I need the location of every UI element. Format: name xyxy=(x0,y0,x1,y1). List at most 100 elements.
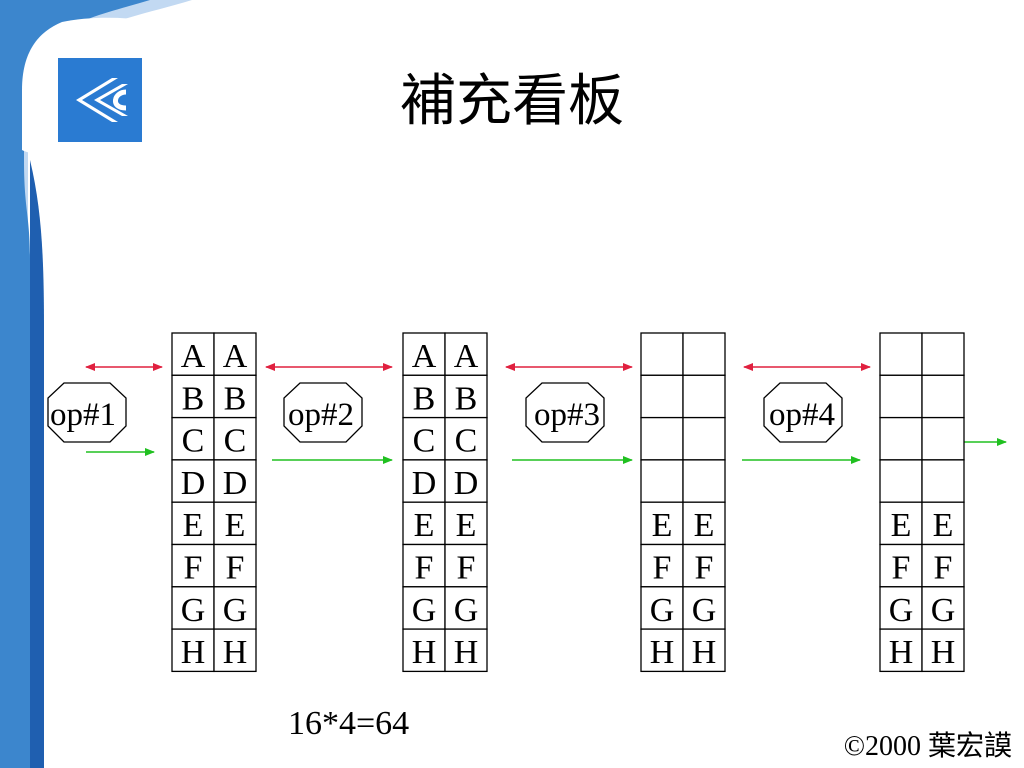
kanban-card-label: G xyxy=(454,592,479,629)
kanban-cell xyxy=(879,374,923,419)
kanban-card-label: F xyxy=(415,550,434,587)
kanban-cell xyxy=(640,416,684,461)
kanban-cell xyxy=(402,459,446,503)
kanban-cell xyxy=(879,459,923,503)
kanban-card-label: D xyxy=(412,465,437,502)
kanban-cell xyxy=(444,628,488,673)
kanban-cell xyxy=(444,586,488,630)
operation-label: op#1 xyxy=(50,397,116,433)
kanban-cell xyxy=(213,501,257,546)
kanban-card-label: H xyxy=(889,634,914,671)
kanban-card-label: G xyxy=(223,592,248,629)
kanban-cell xyxy=(682,374,726,419)
kanban-card-label: B xyxy=(182,380,205,417)
kanban-cell xyxy=(171,543,215,588)
kanban-card-label: E xyxy=(933,507,954,544)
kanban-cell xyxy=(213,543,257,588)
kanban-cell xyxy=(640,501,684,546)
kanban-cell xyxy=(879,416,923,461)
kanban-cell xyxy=(402,543,446,588)
kanban-card-label: F xyxy=(653,550,672,587)
kanban-cell xyxy=(444,416,488,461)
kanban-cell xyxy=(444,374,488,419)
kanban-card-label: E xyxy=(891,507,912,544)
kanban-card-label: B xyxy=(413,380,436,417)
kanban-card-label: G xyxy=(412,592,437,629)
kanban-card-label: A xyxy=(223,338,248,375)
kanban-cell xyxy=(402,374,446,419)
kanban-cell xyxy=(921,416,965,461)
kanban-card-label: E xyxy=(456,507,477,544)
kanban-card-label: D xyxy=(181,465,206,502)
kanban-card-label: E xyxy=(694,507,715,544)
kanban-cell xyxy=(213,374,257,419)
kanban-card-label: F xyxy=(695,550,714,587)
left-band-dark xyxy=(30,160,44,768)
kanban-cell xyxy=(402,628,446,673)
kanban-card-label: E xyxy=(414,507,435,544)
kanban-cell xyxy=(213,628,257,673)
kanban-cell xyxy=(171,586,215,630)
kanban-cell xyxy=(213,416,257,461)
operation-node: op#2 xyxy=(283,382,363,443)
kanban-cell xyxy=(879,586,923,630)
kanban-cell xyxy=(921,374,965,419)
kanban-cell xyxy=(444,459,488,503)
kanban-cell xyxy=(921,543,965,588)
copyright: ©2000 葉宏謨 xyxy=(843,731,1012,762)
operation-label: op#3 xyxy=(534,397,600,433)
kanban-card-label: H xyxy=(454,634,479,671)
kanban-card-label: G xyxy=(931,592,956,629)
kanban-cell xyxy=(640,459,684,503)
kanban-cell xyxy=(921,459,965,503)
kanban-cell xyxy=(921,501,965,546)
kanban-card-label: A xyxy=(181,338,206,375)
kanban-card-label: A xyxy=(412,338,437,375)
kanban-card-label: B xyxy=(224,380,247,417)
kanban-cell xyxy=(682,459,726,503)
kanban-cell xyxy=(213,332,257,376)
kanban-card-label: A xyxy=(454,338,479,375)
kanban-card-label: G xyxy=(889,592,914,629)
kanban-card-label: G xyxy=(692,592,717,629)
kanban-card-label: E xyxy=(225,507,246,544)
kanban-cell xyxy=(444,332,488,376)
kanban-card-label: H xyxy=(692,634,717,671)
double-chevron-logo-icon xyxy=(58,58,142,142)
kanban-card-label: H xyxy=(412,634,437,671)
kanban-card-label: B xyxy=(455,380,478,417)
operation-node: op#4 xyxy=(763,382,843,443)
operation-node: op#3 xyxy=(525,382,605,443)
kanban-card-label: D xyxy=(223,465,248,502)
kanban-card-label: C xyxy=(182,423,205,460)
operation-label: op#2 xyxy=(288,397,354,433)
formula: 16*4=64 xyxy=(288,705,410,742)
kanban-card-label: C xyxy=(413,423,436,460)
kanban-cell xyxy=(682,628,726,673)
kanban-card-label: G xyxy=(181,592,206,629)
kanban-cell xyxy=(682,332,726,376)
kanban-card-label: H xyxy=(181,634,206,671)
kanban-cell xyxy=(682,501,726,546)
kanban-card-label: D xyxy=(454,465,479,502)
kanban-cell xyxy=(640,332,684,376)
kanban-card-label: G xyxy=(650,592,675,629)
kanban-cell xyxy=(921,628,965,673)
kanban-cell xyxy=(640,374,684,419)
kanban-card-label: F xyxy=(457,550,476,587)
kanban-card-label: F xyxy=(892,550,911,587)
kanban-card-label: F xyxy=(934,550,953,587)
kanban-card-label: F xyxy=(184,550,203,587)
kanban-card-label: E xyxy=(652,507,673,544)
kanban-cell xyxy=(171,628,215,673)
kanban-cell xyxy=(682,543,726,588)
kanban-cell xyxy=(682,416,726,461)
kanban-card-label: H xyxy=(931,634,956,671)
kanban-cell xyxy=(921,332,965,376)
kanban-card-label: H xyxy=(650,634,675,671)
